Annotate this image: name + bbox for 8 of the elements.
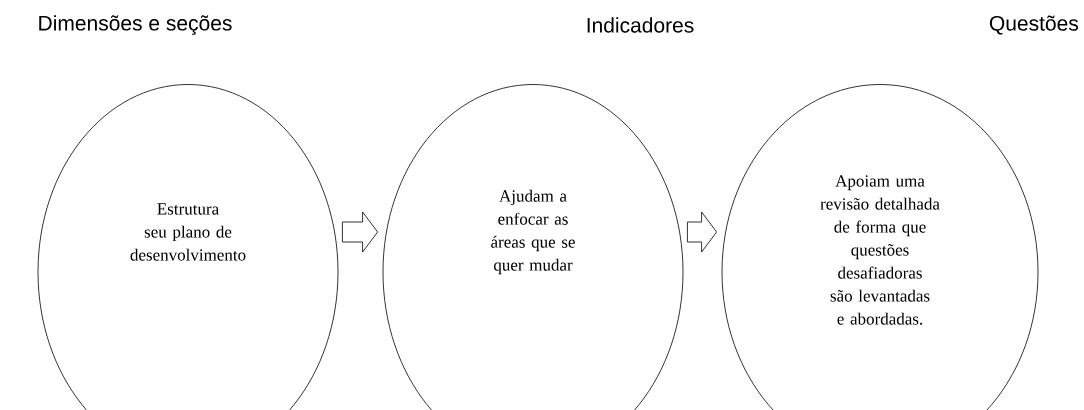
body-text: Estrutura seu plano de desenvolvimento — [130, 203, 246, 261]
body-text: Ajudam a enfocar as áreas que se quer mudar — [491, 189, 575, 275]
block-arrow — [342, 211, 378, 253]
block-arrow — [687, 211, 717, 253]
body-text: Apoiam uma revisão detalhada de forma que questões desafiadoras são levantadas e abordadas. — [820, 175, 940, 325]
heading: Questões — [989, 15, 1079, 35]
heading: Dimensões e seções — [39, 15, 232, 35]
heading: Indicadores — [587, 17, 694, 33]
